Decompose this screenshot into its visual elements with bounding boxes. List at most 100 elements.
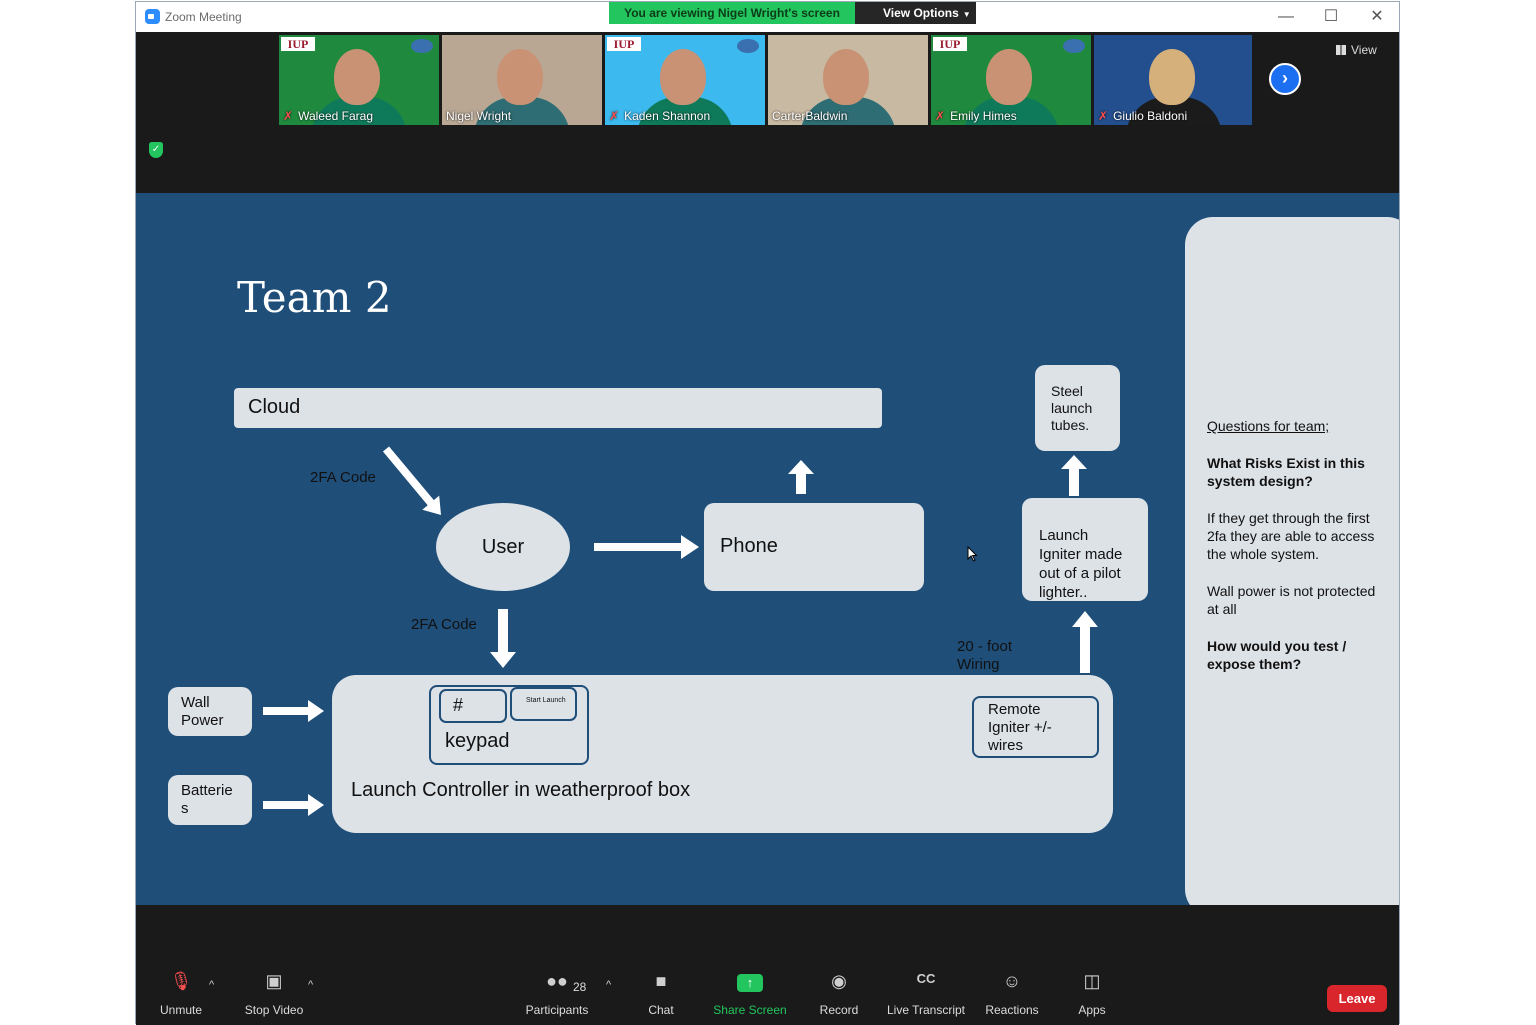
launch-igniter-box: Launch Igniter made out of a pilot light… xyxy=(1022,498,1148,601)
participants-icon: ●● xyxy=(546,971,568,991)
unmute-label: Unmute xyxy=(159,1003,203,1017)
maximize-button[interactable]: ☐ xyxy=(1323,8,1339,25)
participant-tile[interactable]: IUP ✗ Emily Himes xyxy=(931,35,1091,125)
stop-video-label: Stop Video xyxy=(244,1003,304,1017)
keypad-label: keypad xyxy=(445,730,510,752)
questions-panel: Questions for team; What Risks Exist in … xyxy=(1185,217,1399,905)
reactions-label: Reactions xyxy=(985,1003,1039,1017)
controller-label: Launch Controller in weatherproof box xyxy=(351,779,691,801)
participant-tile[interactable]: IUP ✗ Waleed Farag xyxy=(279,35,439,125)
participants-label: Participants xyxy=(525,1003,589,1017)
participant-name: ✗ Waleed Farag xyxy=(283,109,373,123)
keypad-box: # Start Launch keypad xyxy=(429,685,589,765)
leave-button[interactable]: Leave xyxy=(1327,985,1387,1012)
person-face xyxy=(497,49,543,105)
arrow-user-to-phone xyxy=(594,535,699,559)
closed-caption-icon: CC xyxy=(916,971,936,986)
cloud-box: Cloud xyxy=(234,388,882,428)
participant-tile[interactable]: IUP ✗ Kaden Shannon xyxy=(605,35,765,125)
user-node: User xyxy=(436,503,570,591)
zoom-window: Zoom Meeting You are viewing Nigel Wrigh… xyxy=(135,1,1400,1025)
participant-name-text: Giulio Baldoni xyxy=(1113,109,1188,123)
participant-name-text: Emily Himes xyxy=(950,109,1017,123)
muted-mic-icon: ✗ xyxy=(609,109,620,123)
meeting-toolbar: 🎙 Unmute ^ ▣Stop Video ^ ●● Participants 2… xyxy=(136,905,1399,1025)
security-shield-icon[interactable]: ✓ xyxy=(149,142,163,158)
muted-mic-icon: ✗ xyxy=(1098,109,1109,123)
participant-tile[interactable]: Nigel Wright xyxy=(442,35,602,125)
answer-2fa: If they get through the first 2fa they a… xyxy=(1207,510,1375,562)
slide-title: Team 2 xyxy=(237,273,392,322)
record-button[interactable]: ◉Record xyxy=(789,971,889,1017)
iup-logo: IUP xyxy=(607,37,641,51)
batteries-box: Batterie s xyxy=(168,775,252,825)
share-screen-icon: ↑ xyxy=(737,974,763,992)
keypad-start-key: Start Launch xyxy=(510,687,577,721)
next-page-arrow-icon[interactable]: › xyxy=(1269,63,1301,95)
person-face xyxy=(986,49,1032,105)
participant-name: ✗ Kaden Shannon xyxy=(609,109,710,123)
participant-name-text: Waleed Farag xyxy=(298,109,373,123)
phone-box: Phone xyxy=(704,503,924,591)
viewing-screen-banner: You are viewing Nigel Wright's screen xyxy=(609,2,855,24)
apps-label: Apps xyxy=(1078,1003,1106,1017)
record-icon: ◉ xyxy=(831,971,847,991)
participants-caret-icon[interactable]: ^ xyxy=(606,979,612,991)
participants-button[interactable]: ●● Participants xyxy=(507,971,607,1017)
reactions-button[interactable]: ☺Reactions xyxy=(962,971,1062,1017)
shared-slide: Team 2 Cloud 2FA Code User Phone Steel l… xyxy=(136,193,1399,905)
chat-button[interactable]: ■Chat xyxy=(611,971,711,1017)
muted-mic-icon: ✗ xyxy=(283,109,294,123)
emblem-icon xyxy=(1063,39,1085,53)
chat-label: Chat xyxy=(648,1003,674,1017)
arrow-batteries-to-controller xyxy=(263,794,324,816)
view-button[interactable]: View xyxy=(1336,43,1377,57)
participant-strip: IUP ✗ Waleed Farag Nigel Wright IUP ✗ Kaden Sh… xyxy=(136,32,1399,192)
muted-mic-icon: ✗ xyxy=(935,109,946,123)
title-bar: Zoom Meeting You are viewing Nigel Wrigh… xyxy=(136,2,1399,32)
question-test: How would you test / expose them? xyxy=(1207,638,1347,672)
wiring-label: 20 - foot Wiring xyxy=(957,638,1013,673)
code-label-lower: 2FA Code xyxy=(411,616,477,633)
participant-tile[interactable]: CarterBaldwin xyxy=(768,35,928,125)
questions-heading: Questions for team; xyxy=(1207,418,1330,434)
emblem-icon xyxy=(737,39,759,53)
view-options-label: View Options xyxy=(883,6,959,20)
view-options-button[interactable]: View Options▼ xyxy=(855,2,976,24)
person-face xyxy=(823,49,869,105)
emblem-icon xyxy=(411,39,433,53)
participant-name-text: Kaden Shannon xyxy=(624,109,711,123)
view-label: View xyxy=(1351,43,1377,57)
share-screen-label: Share Screen xyxy=(713,1003,787,1017)
person-face xyxy=(1149,49,1195,105)
share-screen-icon-wrap: ↑ xyxy=(700,971,800,997)
remote-igniter-box: Remote Igniter +/- wires xyxy=(972,696,1099,758)
stop-video-button[interactable]: ▣Stop Video xyxy=(224,971,324,1017)
questions-text: Questions for team; What Risks Exist in … xyxy=(1207,417,1382,692)
participant-tile[interactable]: ✗ Giulio Baldoni xyxy=(1094,35,1252,125)
arrow-igniter-to-tubes xyxy=(1061,455,1087,496)
apps-button[interactable]: ◫Apps xyxy=(1042,971,1142,1017)
close-button[interactable]: ✕ xyxy=(1370,8,1384,25)
grid-icon xyxy=(1336,45,1346,55)
microphone-muted-icon: 🎙 xyxy=(169,971,193,991)
participant-name-text: CarterBaldwin xyxy=(772,109,848,123)
minimize-button[interactable]: — xyxy=(1278,8,1294,25)
diagram-arrows xyxy=(263,446,1098,816)
iup-logo: IUP xyxy=(933,37,967,51)
arrow-wall-to-controller xyxy=(263,700,324,722)
participant-name: CarterBaldwin xyxy=(772,109,847,123)
unmute-button[interactable]: 🎙 Unmute xyxy=(131,971,231,1017)
iup-logo: IUP xyxy=(281,37,315,51)
live-transcript-label: Live Transcript xyxy=(886,1003,966,1017)
live-transcript-button[interactable]: CC Live Transcript xyxy=(876,971,976,1017)
participant-name: Nigel Wright xyxy=(446,109,511,123)
video-options-caret-icon[interactable]: ^ xyxy=(308,979,314,991)
audio-options-caret-icon[interactable]: ^ xyxy=(209,979,215,991)
window-title: Zoom Meeting xyxy=(165,10,242,24)
share-screen-button[interactable]: ↑ Share Screen xyxy=(700,971,800,1017)
mouse-cursor-icon xyxy=(967,546,978,562)
keypad-hash-key: # xyxy=(439,689,507,723)
participant-count: 28 xyxy=(573,980,587,994)
question-risks: What Risks Exist in this system design? xyxy=(1207,455,1365,489)
